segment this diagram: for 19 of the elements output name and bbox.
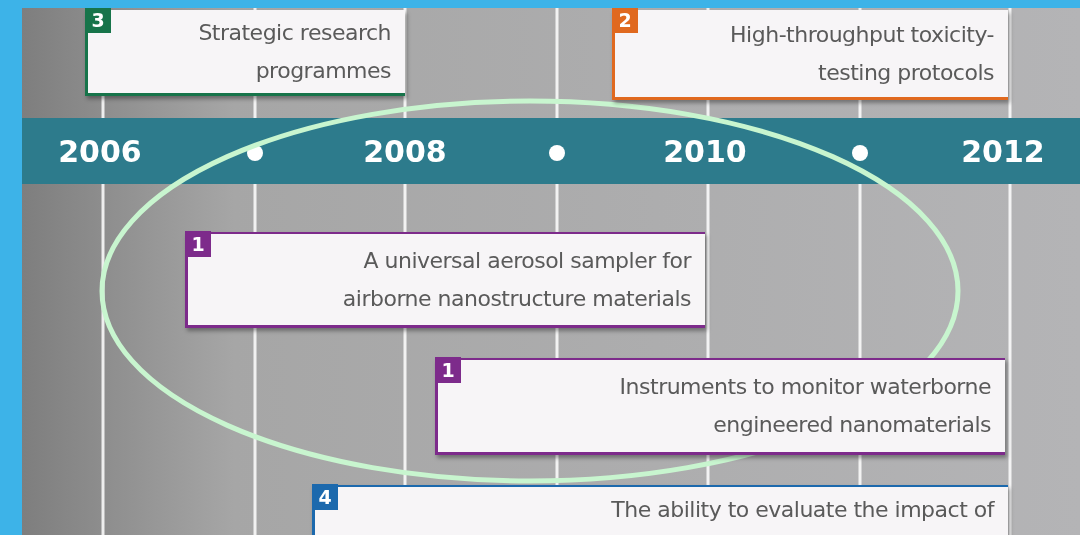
year-label: 2006 [58, 134, 142, 170]
year-label: 2008 [363, 134, 447, 170]
milestone-text: A universal aerosol sampler for airborne nanostructure materials [341, 247, 691, 313]
year-label: 2010 [663, 134, 747, 170]
milestone-text: Instruments to monitor waterborne engineered nanomaterials [618, 373, 991, 439]
number-badge: 2 [612, 8, 638, 33]
number-badge: 1 [185, 231, 211, 257]
milestone-text: Strategic research programmes [197, 19, 391, 85]
milestone-card [612, 10, 1008, 100]
number-badge: 3 [85, 8, 111, 33]
milestone-text: High-throughput toxicity-testing protocols [729, 21, 994, 87]
year-label: 2012 [961, 134, 1045, 170]
milestone-card [312, 485, 1008, 535]
milestone-card [85, 10, 405, 96]
number-badge: 1 [435, 357, 461, 383]
milestone-card [435, 358, 1005, 455]
milestone-text: The ability to evaluate the impact of [610, 496, 994, 524]
number-badge: 4 [312, 484, 338, 510]
milestone-card [185, 232, 705, 328]
